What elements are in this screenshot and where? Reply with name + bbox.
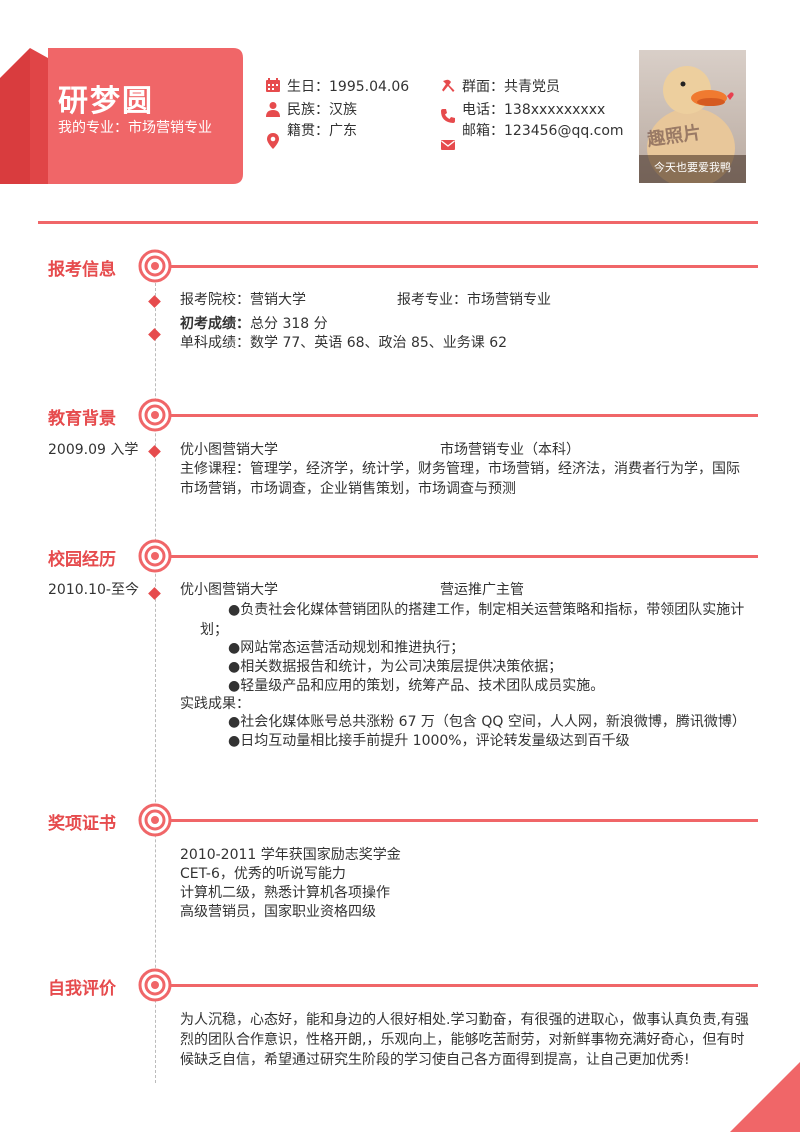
candidate-name: 研梦圆 <box>58 84 154 119</box>
mail-icon <box>441 140 455 150</box>
timeline-marker <box>148 445 161 458</box>
person-icon <box>266 102 280 117</box>
section-line-apply <box>170 265 758 268</box>
hometown-info: 籍贯：广东 <box>287 123 357 139</box>
section-title-education: 教育背景 <box>48 409 116 429</box>
section-title-campus: 校园经历 <box>48 550 116 570</box>
timeline-marker <box>148 328 161 341</box>
section-title-awards: 奖项证书 <box>48 814 116 834</box>
section-line-campus <box>170 555 758 558</box>
target-icon <box>138 249 172 283</box>
target-icon <box>138 968 172 1002</box>
section-line-self <box>170 984 758 987</box>
campus-result: ●日均互动量相比接手前提升 1000%，评论转发量级达到百千级 <box>228 733 630 749</box>
campus-duty: ●相关数据报告和统计，为公司决策层提供决策依据； <box>228 659 563 675</box>
award-item: CET-6，优秀的听说写能力 <box>180 866 346 882</box>
award-item: 2010-2011 学年获国家励志奖学金 <box>180 847 401 863</box>
campus-duty: ●轻量级产品和应用的策划，统筹产品、技术团队成员实施。 <box>228 678 605 694</box>
email-info: 邮箱：123456@qq.com <box>462 123 624 139</box>
birthday-info: 生日：1995.04.06 <box>287 79 410 95</box>
results-label: 实践成果： <box>180 696 250 712</box>
campus-duty: ●网站常态运营活动规划和推进执行； <box>228 640 465 656</box>
target-icon <box>138 539 172 573</box>
phone-info: 电话：138xxxxxxxxx <box>462 102 606 118</box>
section-line-education <box>170 414 758 417</box>
section-title-apply: 报考信息 <box>48 260 116 280</box>
political-status-info: 群面：共青党员 <box>462 79 560 95</box>
campus-date: 2010.10-至今 <box>48 582 139 598</box>
award-item: 高级营销员，国家职业资格四级 <box>180 904 376 920</box>
campus-org: 优小图营销大学 <box>180 582 278 598</box>
phone-icon <box>441 109 455 123</box>
ethnicity-info: 民族：汉族 <box>287 102 357 118</box>
campus-result: ●社会化媒体账号总共涨粉 67 万（包含 QQ 空间，人人网，新浪微博，腾讯微博… <box>228 714 746 730</box>
corner-decoration <box>730 1062 800 1132</box>
campus-duty: ●负责社会化媒体营销团队的搭建工作，制定相关运营策略和指标，带领团队实施计划； <box>200 602 745 638</box>
timeline-marker <box>148 587 161 600</box>
education-school: 优小图营销大学 <box>180 442 278 458</box>
self-evaluation: 为人沉稳，心态好，能和身边的人很好相处.学习勤奋，有很强的进取心，做事认真负责,… <box>180 1012 749 1068</box>
section-line-awards <box>170 819 758 822</box>
candidate-major: 我的专业：市场营销专业 <box>58 120 212 136</box>
score-label: 初考成绩： <box>180 316 250 332</box>
timeline-line <box>155 278 156 1083</box>
education-courses: 主修课程：管理学，经济学，统计学，财务管理，市场营销，经济法，消费者行为学，国际… <box>180 461 740 497</box>
timeline-marker <box>148 295 161 308</box>
award-item: 计算机二级，熟悉计算机各项操作 <box>180 885 390 901</box>
location-icon <box>267 133 279 149</box>
subject-scores: 单科成绩：数学 77、英语 68、政治 85、业务课 62 <box>180 335 508 351</box>
party-emblem-icon <box>442 79 455 92</box>
education-degree: 市场营销专业（本科） <box>440 442 580 458</box>
photo-caption: 今天也要爱我鸭 <box>654 161 731 174</box>
header-banner <box>0 48 243 184</box>
header-divider <box>38 221 758 224</box>
apply-school: 报考院校：营销大学 <box>180 292 306 308</box>
target-icon <box>138 398 172 432</box>
apply-major: 报考专业：市场营销专业 <box>397 292 551 308</box>
calendar-icon <box>266 78 280 92</box>
section-title-self: 自我评价 <box>48 979 116 999</box>
profile-photo: 趣照片 今天也要爱我鸭 <box>639 50 746 183</box>
campus-role: 营运推广主管 <box>440 582 524 598</box>
score-value: 总分 318 分 <box>250 316 328 332</box>
target-icon <box>138 803 172 837</box>
education-date: 2009.09 入学 <box>48 442 139 458</box>
